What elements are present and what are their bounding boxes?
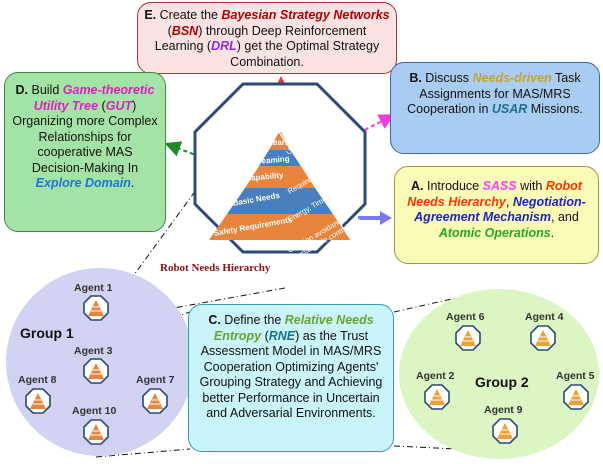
pyramid-level-safety <box>209 214 351 240</box>
box-e-bayesian-strategy-networks: E. Create the Bayesian Strategy Networks… <box>137 2 397 74</box>
pyramid-level-learning <box>269 132 291 150</box>
robot-needs-hierarchy-caption: Robot Needs Hierarchy <box>160 262 271 274</box>
octagon-pyramid-icon <box>83 419 109 445</box>
agent-label: Agent 4 <box>525 311 564 323</box>
pyramid-level-capability <box>245 166 315 188</box>
pyramid-level-basic-needs <box>227 188 333 214</box>
box-b-needs-driven-task-assignments: B. Discuss Needs-driven Task Assignments… <box>390 62 600 154</box>
octagon-pyramid-icon <box>424 384 450 410</box>
group-2-label: Group 2 <box>475 374 529 390</box>
guide-line <box>95 448 191 458</box>
octagon-pyramid-icon <box>83 358 109 384</box>
agent-label: Agent 6 <box>446 311 485 323</box>
capability-to-b-arrow <box>289 114 396 169</box>
box-c-relative-needs-entropy: C. Define the Relative Needs Entropy (RN… <box>188 304 394 452</box>
octagon-pyramid-icon <box>455 325 481 351</box>
octagon-pyramid-icon <box>25 388 51 414</box>
agent-label: Agent 9 <box>484 404 523 416</box>
guide-line <box>393 292 479 313</box>
box-d-game-theoretic-utility-tree: D. Build Game-theoretic Utility Tree (GU… <box>4 72 166 232</box>
agent-label: Agent 5 <box>556 370 595 382</box>
agent-label: Agent 10 <box>72 405 117 417</box>
pyramid-to-a-arrow <box>358 211 392 225</box>
agent-label: Agent 2 <box>416 370 455 382</box>
octagon-pyramid-icon <box>530 325 556 351</box>
octagon-pyramid-icon <box>142 388 168 414</box>
agent-label: Agent 1 <box>74 282 113 294</box>
teaming-to-d-arrow <box>164 141 247 175</box>
robot-needs-hierarchy-pyramid <box>193 82 367 254</box>
agent-label: Agent 3 <box>74 345 113 357</box>
agent-label: Agent 8 <box>18 374 57 386</box>
box-a-introduce-sass: A. Introduce SASS with Robot Needs Hiera… <box>394 166 599 264</box>
octagon-pyramid-icon <box>563 384 589 410</box>
guide-line <box>117 287 286 319</box>
octagon-pyramid-icon <box>83 295 109 321</box>
agent-label: Agent 7 <box>136 374 175 386</box>
group-1-label: Group 1 <box>20 325 74 341</box>
pyramid-label-learning: Learning <box>268 138 302 147</box>
pyramid-level-teaming <box>259 150 301 166</box>
octagon-pyramid-icon <box>492 418 518 444</box>
